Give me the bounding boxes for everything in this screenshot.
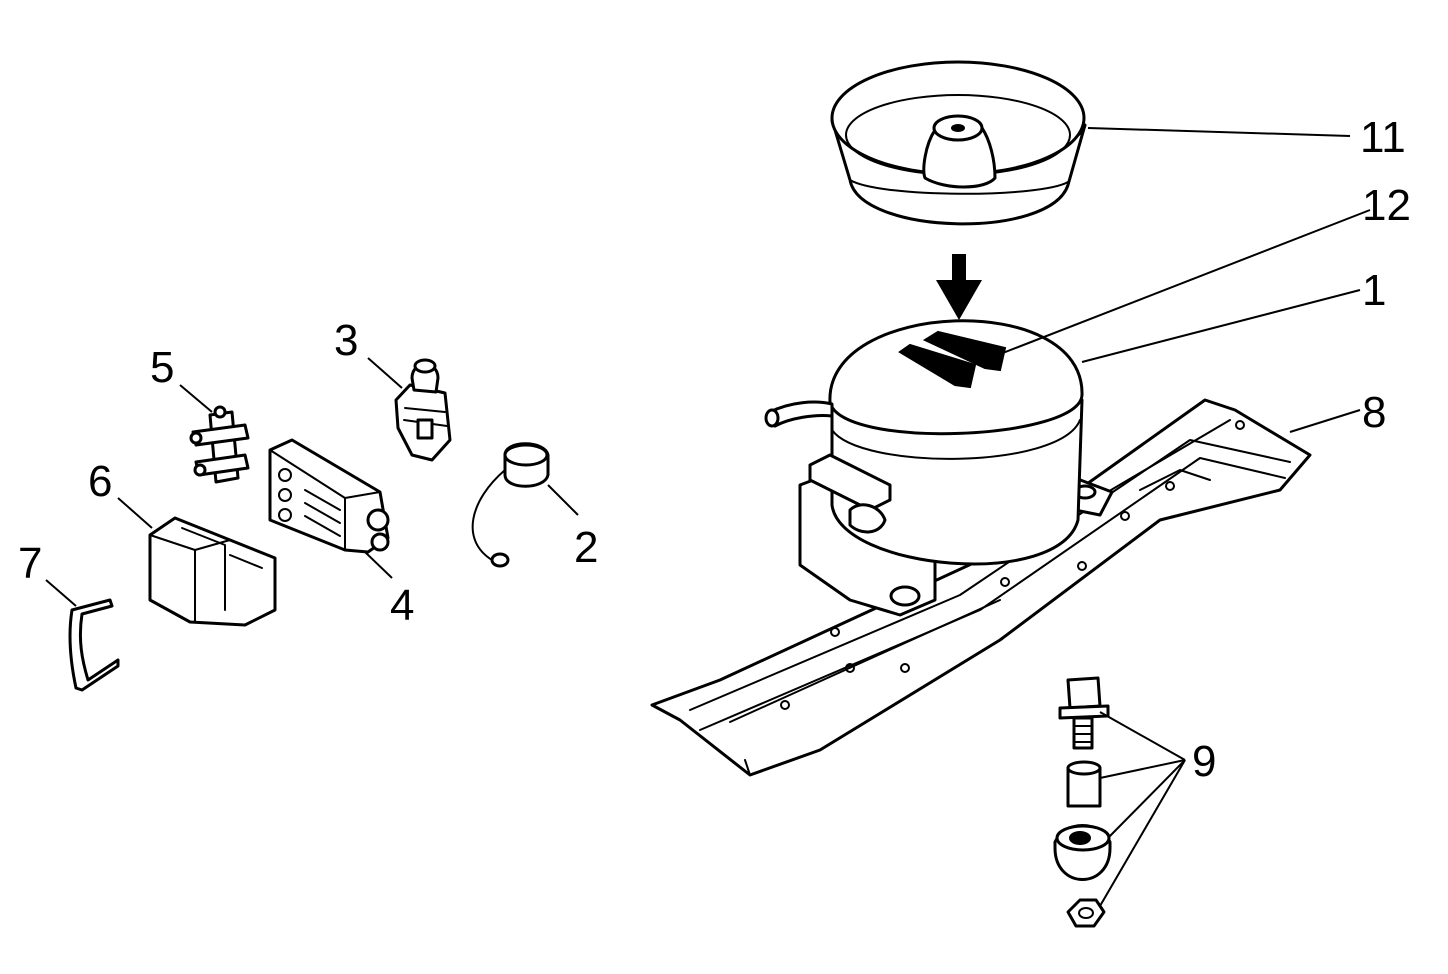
leader-12	[989, 209, 1371, 359]
leader-11	[1087, 127, 1351, 137]
callout-8: 8	[1362, 388, 1386, 437]
callout-11: 11	[1360, 113, 1406, 162]
assembly-arrow-icon	[936, 254, 982, 320]
drip-tray-part-11	[830, 60, 1087, 226]
callout-4: 4	[390, 581, 414, 630]
warning-label-part-12	[898, 330, 1007, 389]
callout-7: 7	[18, 539, 42, 588]
start-relay-part-4	[268, 438, 390, 554]
callout-2: 2	[574, 523, 598, 572]
callout-9: 9	[1192, 737, 1216, 786]
leader-5	[179, 384, 213, 413]
callout-labels: 11 12 1 8 9 3 2 4 5 6 7	[18, 113, 1411, 786]
leader-1	[1081, 289, 1361, 363]
overload-protector-part-3	[394, 358, 452, 462]
leader-9d	[1099, 759, 1186, 907]
leader-9a	[1099, 711, 1186, 761]
leader-3	[367, 357, 403, 389]
leader-2	[547, 484, 579, 516]
callout-12: 12	[1362, 181, 1411, 230]
compressor-part-1	[764, 319, 1114, 617]
mounting-hardware-part-9	[1053, 676, 1112, 928]
terminal-cover-part-6	[148, 516, 277, 627]
leader-6	[117, 497, 153, 529]
leader-9c	[1107, 759, 1186, 839]
callout-3: 3	[334, 316, 358, 365]
cap-with-lanyard-part-2	[471, 442, 550, 568]
callout-1: 1	[1362, 266, 1386, 315]
leader-lines	[45, 127, 1371, 907]
leader-4	[364, 551, 393, 579]
leader-8	[1289, 409, 1361, 433]
leader-7	[45, 579, 77, 607]
leader-9b	[1099, 759, 1186, 779]
callout-5: 5	[150, 343, 174, 392]
terminal-clip-part-5	[189, 405, 250, 484]
callout-6: 6	[88, 457, 112, 506]
retaining-clip-part-7	[68, 598, 120, 692]
